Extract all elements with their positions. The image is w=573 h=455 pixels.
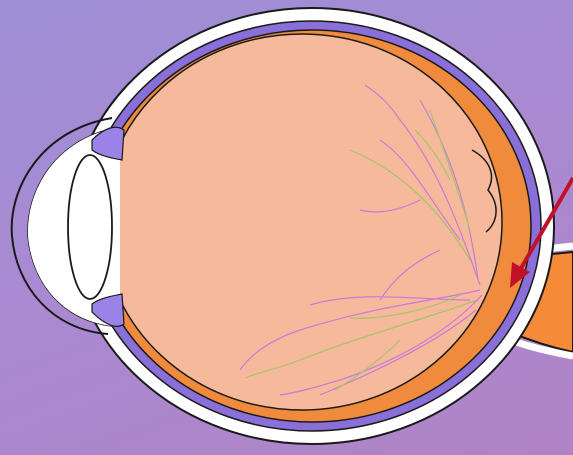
- lens: [68, 155, 112, 299]
- vitreous-body: [102, 34, 502, 410]
